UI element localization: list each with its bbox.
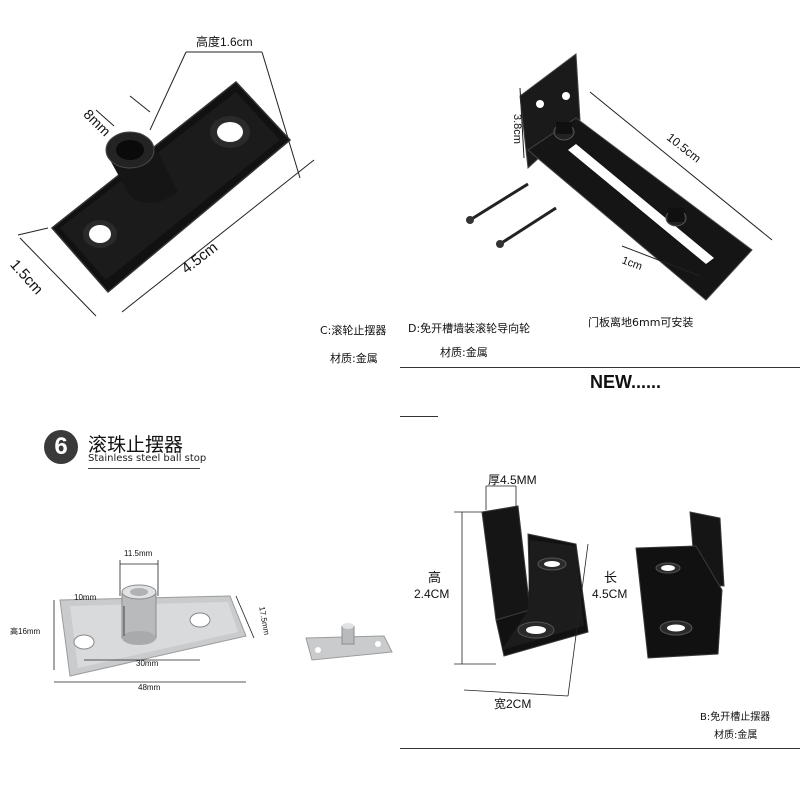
panel-c-roller-stop: 高度1.6cm 8mm 4.5cm 1.5cm bbox=[6, 34, 315, 317]
panel-d-slot-label: 1cm bbox=[620, 255, 644, 273]
panel-d-height-label: 3.8cm bbox=[511, 114, 523, 144]
divider-lower bbox=[400, 748, 800, 749]
panel-6-dim-pin: 10mm bbox=[74, 593, 97, 602]
panel-6-dimension-lines bbox=[53, 560, 255, 683]
panel-b-width: 宽2CM bbox=[494, 696, 531, 711]
divider-short bbox=[400, 416, 438, 417]
panel-d-mount-plate bbox=[519, 53, 581, 170]
panel-b-caption: B:免开槽止摆器 bbox=[700, 712, 771, 723]
panel-d-length-label: 10.5cm bbox=[664, 130, 704, 165]
panel-c-pin-label: 8mm bbox=[81, 106, 114, 139]
new-label: NEW...... bbox=[590, 372, 662, 392]
panel-d-roller-top bbox=[553, 122, 575, 141]
panel-b-slot-free-stop: 厚4.5MM 高 2.4CM 长 4.5CM 宽2CM bbox=[414, 473, 725, 711]
panel-b-bracket-left bbox=[481, 505, 589, 657]
panel-d-screws bbox=[469, 182, 557, 246]
panel-b-length-value: 4.5CM bbox=[592, 587, 627, 601]
panel-c-height-label: 高度1.6cm bbox=[196, 34, 253, 49]
panel-6-dim-top: 11.5mm bbox=[124, 549, 153, 558]
panel-6-ball-stop: 11.5mm 10mm 高16mm 17.5mm 30mm 48mm bbox=[10, 549, 393, 692]
panel-6-dim-length: 48mm bbox=[138, 683, 161, 692]
panel-6-title: 滚珠止摆器 bbox=[88, 434, 184, 456]
panel-d-caption: D:免开槽墙装滚轮导向轮 bbox=[408, 322, 531, 335]
panel-c-caption: C:滚轮止摆器 bbox=[320, 324, 387, 337]
panel-6-pin bbox=[121, 584, 157, 645]
panel-d-wall-guide: 3.8cm 10.5cm 1cm bbox=[466, 53, 773, 301]
panel-c-dimension-lines bbox=[17, 51, 315, 317]
panel-d-dimension-lines bbox=[519, 87, 773, 277]
panel-6-dim-side: 17.5mm bbox=[257, 606, 271, 636]
panel-b-dimension-lines bbox=[454, 485, 589, 697]
panel-b-height-char: 高 bbox=[428, 570, 441, 585]
panel-b-thickness: 厚4.5MM bbox=[488, 473, 537, 487]
panel-b-material: 材质:金属 bbox=[714, 730, 758, 741]
panel-6-dim-hole: 30mm bbox=[136, 659, 159, 668]
panel-b-length-char: 长 bbox=[604, 570, 617, 585]
panel-d-install-note: 门板离地6mm可安装 bbox=[588, 316, 694, 329]
panel-b-height-value: 2.4CM bbox=[414, 587, 449, 601]
panel-b-bracket-right bbox=[635, 511, 725, 659]
panel-c-width-label: 1.5cm bbox=[6, 256, 46, 298]
panel-6-dim-height: 高16mm bbox=[10, 626, 41, 636]
panel-6-title-underline bbox=[88, 468, 200, 469]
panel-6-subtitle: Stainless steel ball stop bbox=[88, 453, 207, 464]
panel-d-material: 材质:金属 bbox=[440, 346, 488, 359]
panel-c-pin bbox=[105, 131, 178, 204]
section-number-badge: 6 bbox=[44, 430, 78, 464]
panel-c-length-label: 4.5cm bbox=[178, 239, 221, 278]
divider-upper bbox=[400, 367, 800, 368]
panel-6-plate-small bbox=[305, 623, 393, 661]
panel-c-material: 材质:金属 bbox=[330, 352, 378, 365]
panel-d-roller-bottom bbox=[665, 208, 687, 227]
